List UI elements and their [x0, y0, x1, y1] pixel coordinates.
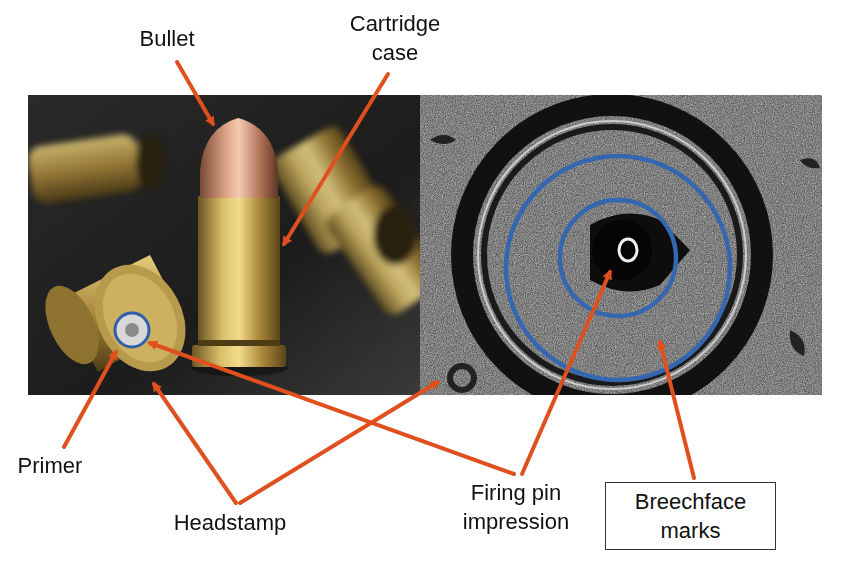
spent-case [34, 249, 203, 387]
box-text: Breechface marks [606, 487, 775, 545]
leader-line [284, 74, 388, 244]
part-label: Headstamp [155, 508, 305, 537]
firing-pin-dent [619, 239, 637, 261]
part-label: Cartridge case [330, 9, 460, 67]
part-label: Bullet [112, 24, 222, 53]
part-label: Firing pin impression [441, 478, 591, 536]
primer-micrograph [420, 95, 822, 395]
leader-line [240, 382, 438, 503]
part-label: Primer [5, 451, 95, 480]
leader-line [177, 62, 213, 124]
leader-line [154, 384, 236, 503]
callout-box: Breechface marks [605, 482, 776, 550]
breechface-ring [506, 156, 730, 380]
leader-line [660, 342, 694, 478]
ammunition-photo [28, 95, 420, 395]
firing-pin-ring [560, 200, 676, 316]
cartridge [192, 118, 288, 376]
leader-line [522, 272, 610, 474]
leader-line [150, 343, 514, 474]
leader-line [64, 352, 116, 447]
primer [115, 313, 149, 347]
